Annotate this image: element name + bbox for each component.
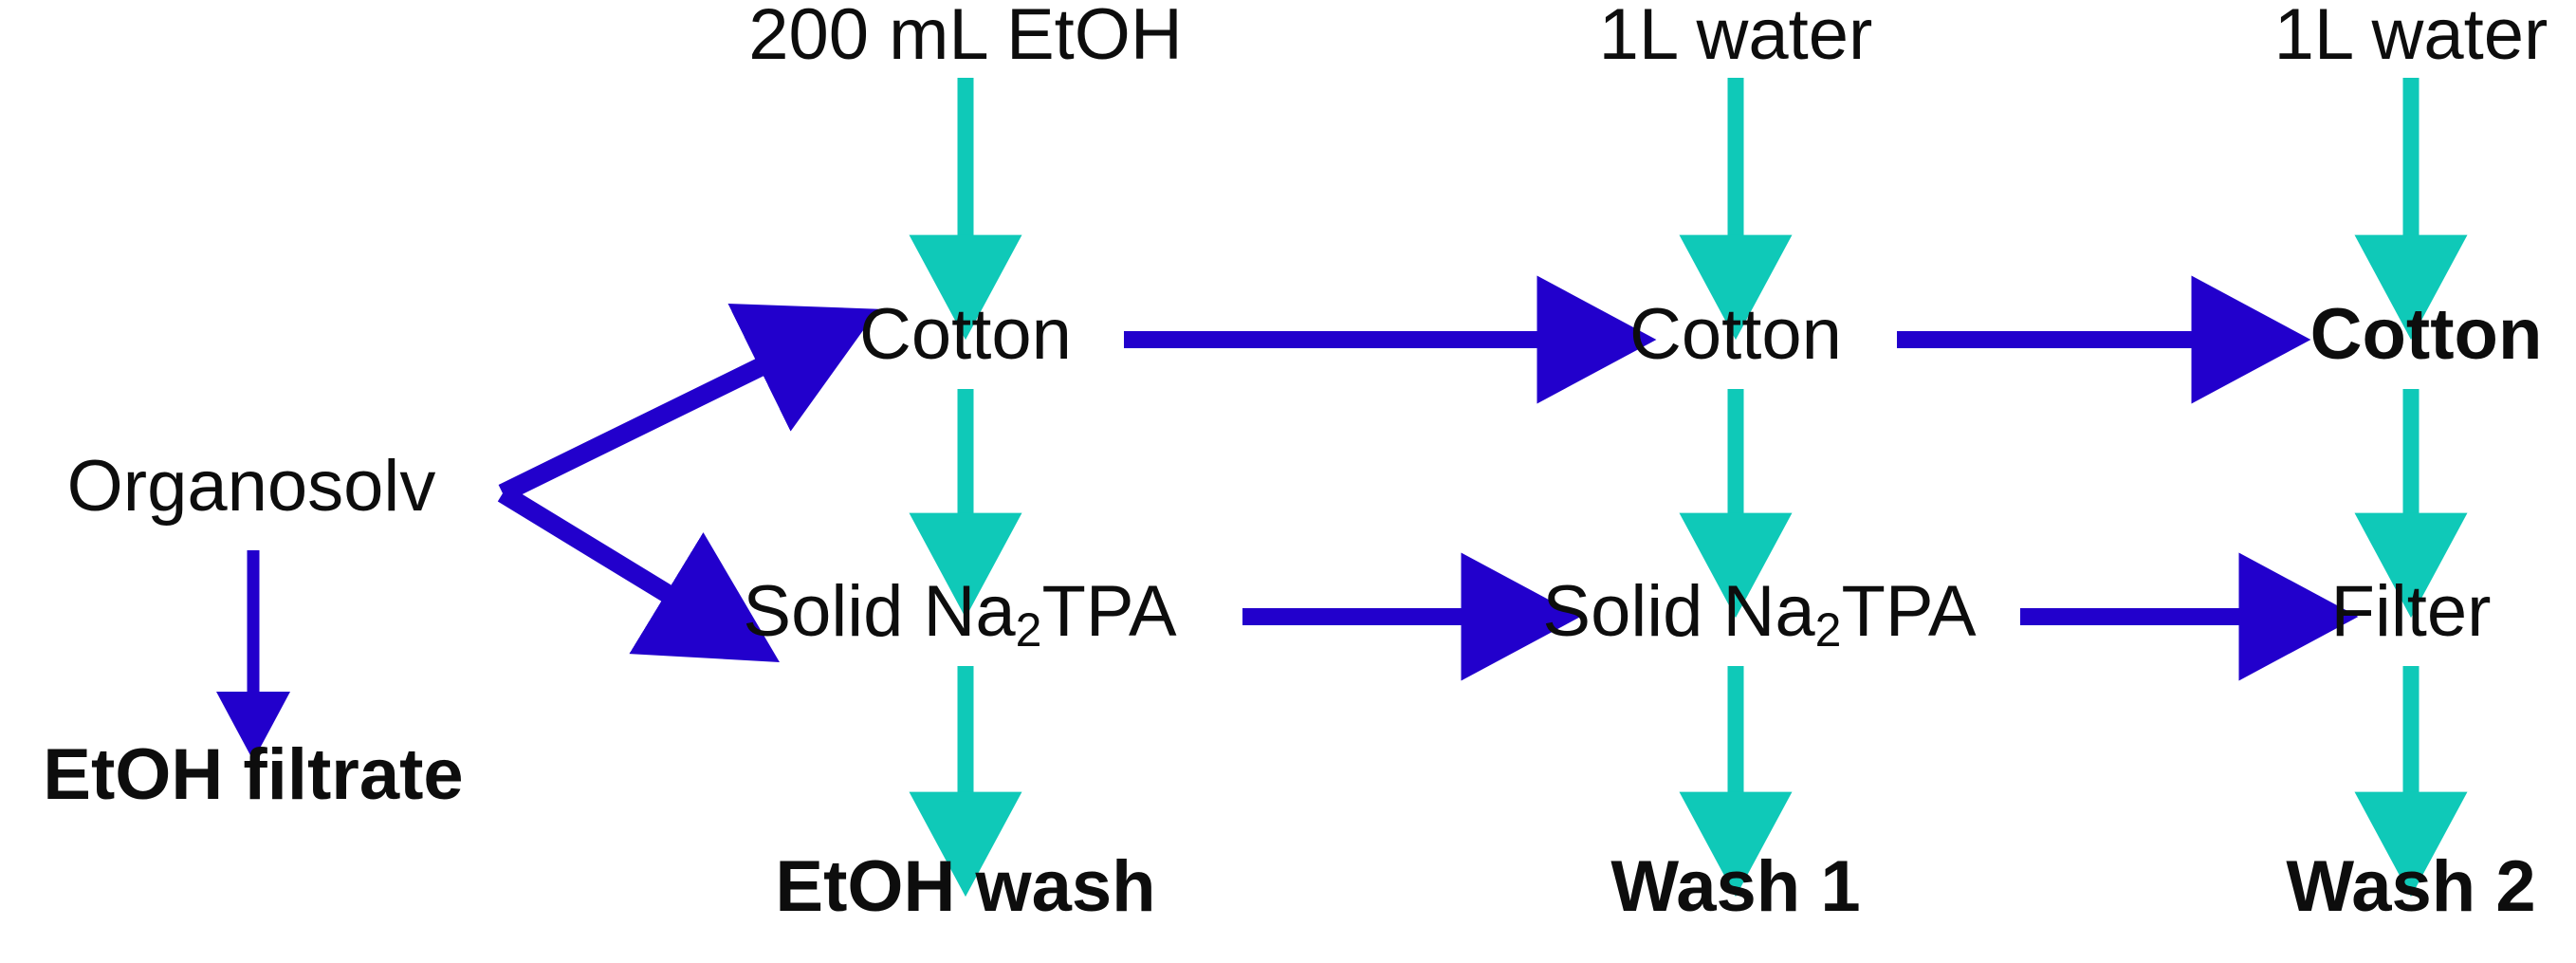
node-solid-na2tpa-2-suffix: TPA: [1841, 571, 1976, 652]
node-solid-na2tpa-2-subscript: 2: [1815, 603, 1842, 657]
branch-arrow-organosolv-to-cotton1: [498, 304, 879, 502]
node-wash-2: Wash 2: [2286, 846, 2535, 927]
node-solid-na2tpa-2-prefix: Solid Na: [1542, 571, 1815, 652]
node-solid-na2tpa-1-subscript: 2: [1016, 603, 1042, 657]
reagent-label-water-1l-b: 1L water: [2274, 0, 2548, 75]
node-solid-na2tpa-1: Solid Na2TPA: [743, 571, 1177, 657]
node-solid-na2tpa-1-suffix: TPA: [1041, 571, 1176, 652]
node-cotton-2: Cotton: [1629, 294, 1842, 375]
node-solid-na2tpa-2: Solid Na2TPA: [1542, 571, 1977, 657]
branch-arrow-organosolv-to-na2tpa1: [497, 485, 780, 662]
node-cotton-3: Cotton: [2310, 294, 2543, 375]
node-wash-1: Wash 1: [1610, 846, 1860, 927]
reagent-label-etoh-200ml: 200 mL EtOH: [748, 0, 1183, 75]
node-solid-na2tpa-1-prefix: Solid Na: [743, 571, 1016, 652]
reagent-label-water-1l-a: 1L water: [1599, 0, 1873, 75]
node-etoh-filtrate: EtOH filtrate: [43, 734, 463, 815]
node-organosolv: Organosolv: [67, 446, 436, 527]
node-cotton-1: Cotton: [859, 294, 1072, 375]
node-etoh-wash: EtOH wash: [775, 846, 1155, 927]
node-filter: Filter: [2331, 571, 2492, 652]
